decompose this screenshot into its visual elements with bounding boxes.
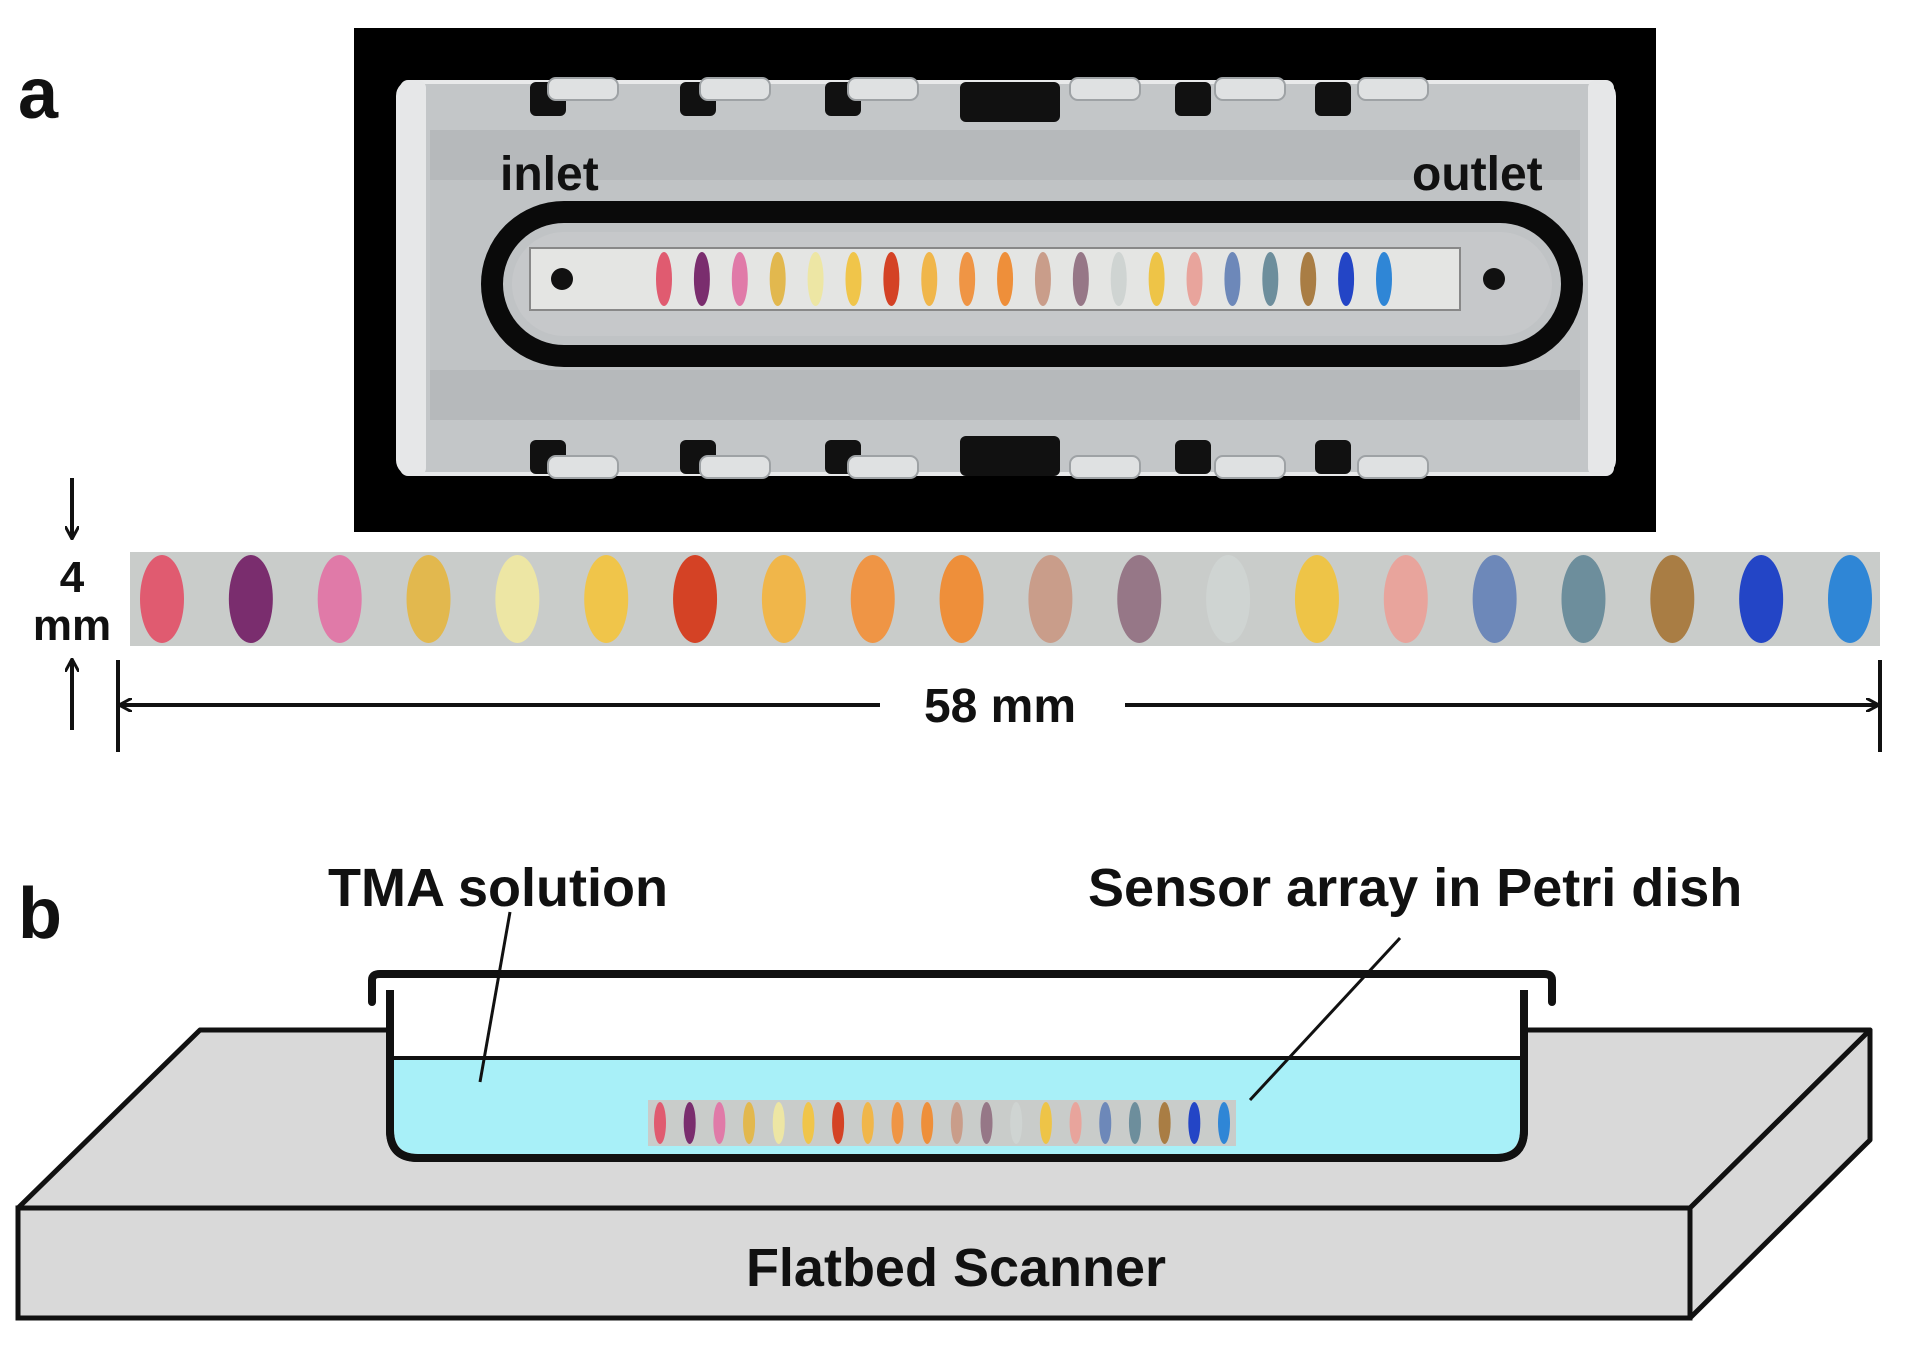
mini-spot-17 — [1128, 1102, 1141, 1144]
cartridge-spot-6 — [845, 252, 862, 306]
cartridge-spot-19 — [1338, 252, 1355, 306]
mini-spot-15 — [1069, 1102, 1082, 1144]
cartridge-end-left — [400, 80, 426, 476]
cartridge-spot-9 — [959, 252, 976, 306]
mini-spot-5 — [772, 1102, 785, 1144]
mini-spot-2 — [683, 1102, 696, 1144]
strip-spot-17 — [1561, 555, 1606, 643]
height-unit: mm — [33, 601, 111, 650]
cartridge-tabs-top — [547, 77, 1429, 101]
strip-spot-9 — [850, 555, 895, 643]
mini-spot-18 — [1158, 1102, 1171, 1144]
petri-dish — [368, 970, 1556, 1162]
cartridge-spot-14 — [1148, 252, 1165, 306]
sensor-array-strip — [130, 552, 1880, 646]
inlet-label: inlet — [500, 148, 599, 201]
dish-lid — [368, 970, 1556, 1006]
cartridge-spot-13 — [1110, 252, 1127, 306]
strip-spot-2 — [228, 555, 273, 643]
sensor-label: Sensor array in Petri dish — [1088, 858, 1742, 918]
height-value: 4 — [60, 553, 85, 602]
cartridge-spot-7 — [883, 252, 900, 306]
cartridge-spot-8 — [921, 252, 938, 306]
cartridge-spot-17 — [1262, 252, 1279, 306]
cartridge-spot-1 — [656, 252, 672, 306]
mini-spot-8 — [861, 1102, 874, 1144]
strip-spot-5 — [495, 555, 540, 643]
mini-spot-3 — [713, 1102, 726, 1144]
mini-spot-12 — [980, 1102, 993, 1144]
length-label: 58 mm — [924, 680, 1076, 733]
cartridge-spot-2 — [693, 252, 710, 306]
cartridge-spot-11 — [1034, 252, 1051, 306]
strip-spot-16 — [1472, 555, 1517, 643]
panel-a: a — [18, 28, 1882, 752]
cartridge-spot-15 — [1186, 252, 1203, 306]
mini-spot-13 — [1010, 1102, 1023, 1144]
sensor-callout-line — [1248, 936, 1402, 1102]
scanner-front — [15, 1205, 1693, 1321]
outlet-label: outlet — [1412, 148, 1543, 201]
sensor-cartridge: inlet outlet — [354, 28, 1656, 532]
scanner-label: Flatbed Scanner — [746, 1238, 1166, 1298]
cartridge-spot-20 — [1376, 252, 1392, 306]
inlet-port-icon — [551, 268, 573, 290]
panel-b-label: b — [18, 874, 62, 954]
mini-spot-11 — [950, 1102, 963, 1144]
solution-callout-line — [478, 911, 512, 1083]
length-dimension: 58 mm — [116, 660, 1882, 752]
strip-spot-18 — [1650, 555, 1695, 643]
mini-sensor-array — [648, 1100, 1236, 1146]
cartridge-end-right — [1588, 80, 1614, 476]
dish-body-outline — [386, 990, 1528, 1162]
cartridge-spot-5 — [807, 252, 824, 306]
strip-spot-15 — [1383, 555, 1428, 643]
strip-spot-12 — [1117, 555, 1162, 643]
outlet-port-icon — [1483, 268, 1505, 290]
strip-spot-13 — [1206, 555, 1251, 643]
strip-spot-8 — [761, 555, 806, 643]
strip-spot-14 — [1294, 555, 1339, 643]
mini-spot-19 — [1188, 1102, 1201, 1144]
mini-spot-4 — [743, 1102, 756, 1144]
strip-spot-20 — [1828, 555, 1872, 643]
cartridge-sensor-spots — [656, 252, 1392, 306]
cartridge-spot-12 — [1072, 252, 1089, 306]
mini-spot-20 — [1218, 1102, 1230, 1144]
cartridge-spot-18 — [1300, 252, 1317, 306]
mini-spot-14 — [1039, 1102, 1052, 1144]
scanner-side — [1687, 1027, 1873, 1321]
sensor-array-spots — [140, 555, 1872, 643]
mini-spot-10 — [921, 1102, 934, 1144]
cartridge-spot-3 — [731, 252, 748, 306]
cartridge-spot-16 — [1224, 252, 1241, 306]
mini-spot-6 — [802, 1102, 815, 1144]
mini-spot-7 — [832, 1102, 845, 1144]
cartridge-spot-10 — [997, 252, 1014, 306]
mini-sensor-spots — [654, 1102, 1230, 1144]
mini-spot-16 — [1099, 1102, 1112, 1144]
strip-spot-4 — [406, 555, 451, 643]
strip-spot-19 — [1739, 555, 1784, 643]
flow-channel — [481, 201, 1583, 367]
strip-spot-10 — [939, 555, 984, 643]
cartridge-spot-4 — [769, 252, 786, 306]
panel-b: b Flatbed Scanner TMA solution Sensor ar… — [15, 858, 1873, 1321]
strip-spot-3 — [317, 555, 362, 643]
strip-spot-6 — [584, 555, 629, 643]
strip-spot-1 — [140, 555, 184, 643]
solution-label: TMA solution — [328, 858, 668, 918]
strip-spot-7 — [673, 555, 718, 643]
mini-spot-9 — [891, 1102, 904, 1144]
mini-spot-1 — [654, 1102, 666, 1144]
panel-a-label: a — [18, 54, 59, 134]
strip-spot-11 — [1028, 555, 1073, 643]
height-dimension: 4 mm — [33, 478, 111, 730]
cartridge-tabs-bottom — [547, 455, 1429, 479]
